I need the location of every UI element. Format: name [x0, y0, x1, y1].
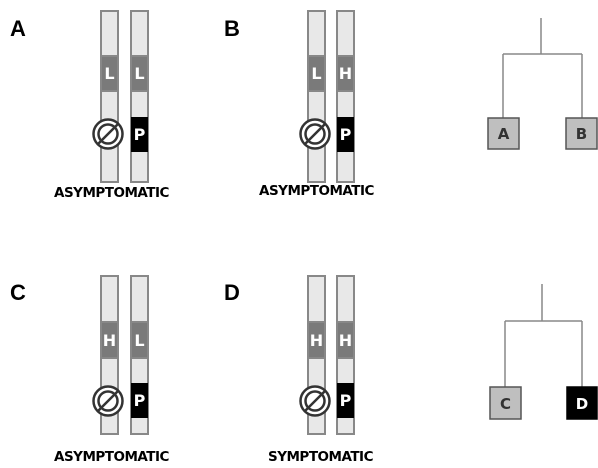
tree-leaf-d-label: D [576, 395, 588, 413]
caption-a: ASYMPTOMATIC [54, 185, 169, 201]
panel-a-chromosomes: L L P [92, 10, 149, 183]
allele-band-d2 [336, 321, 355, 359]
p-band-a2 [131, 117, 148, 152]
p-label-a2: P [134, 125, 146, 144]
tree-ab: A B [487, 18, 598, 150]
allele-label-a1: L [104, 64, 114, 83]
allele-label-d2: H [339, 331, 352, 350]
chromosome-b1 [307, 10, 326, 183]
tree-leaf-b [565, 117, 598, 150]
deletion-symbol-icon [92, 118, 124, 150]
allele-label-c1: H [103, 331, 116, 350]
panel-letter-a: A [10, 16, 26, 41]
panel-b-chromosomes: L H P [299, 10, 355, 183]
allele-label-d1: H [310, 331, 323, 350]
caption-c: ASYMPTOMATIC [54, 449, 169, 465]
chromosome-a2 [130, 10, 149, 183]
caption-b: ASYMPTOMATIC [259, 183, 374, 199]
allele-band-b1 [307, 55, 326, 92]
p-band-c2 [131, 383, 148, 418]
allele-label-c2: L [134, 331, 144, 350]
p-label-d2: P [340, 391, 352, 410]
allele-band-a1 [100, 55, 119, 92]
caption-d: SYMPTOMATIC [268, 449, 374, 465]
allele-label-b1: L [311, 64, 321, 83]
tree-leaf-c [489, 386, 522, 420]
allele-label-a2: L [134, 64, 144, 83]
allele-band-a2 [130, 55, 149, 92]
allele-band-c2 [130, 321, 149, 359]
tree-leaf-b-label: B [576, 125, 587, 143]
panel-letter-d: D [224, 280, 240, 305]
tree-cd-branches [504, 284, 583, 387]
tree-leaf-c-label: C [500, 395, 511, 413]
p-label-b2: P [340, 125, 352, 144]
allele-band-d1 [307, 321, 326, 359]
tree-leaf-d [566, 386, 598, 420]
tree-leaf-a-label: A [498, 125, 510, 143]
p-band-b2 [337, 117, 354, 152]
deletion-symbol-icon [299, 385, 331, 417]
deletion-symbol-icon [299, 118, 331, 150]
chromosome-b2 [336, 10, 355, 183]
deletion-symbol-icon [92, 385, 124, 417]
panel-c-chromosomes: H L P [92, 275, 149, 435]
panel-letter-b: B [224, 16, 240, 41]
chromosome-a1 [100, 10, 119, 183]
p-band-d2 [337, 383, 354, 418]
tree-cd: C D [489, 284, 598, 420]
panel-letter-c: C [10, 280, 26, 305]
allele-band-b2 [336, 55, 355, 92]
tree-ab-branches [502, 18, 583, 118]
allele-band-c1 [100, 321, 119, 359]
allele-label-b2: H [339, 64, 352, 83]
p-label-c2: P [134, 391, 146, 410]
panel-d-chromosomes: H H P [299, 275, 355, 435]
tree-leaf-a [487, 117, 520, 150]
